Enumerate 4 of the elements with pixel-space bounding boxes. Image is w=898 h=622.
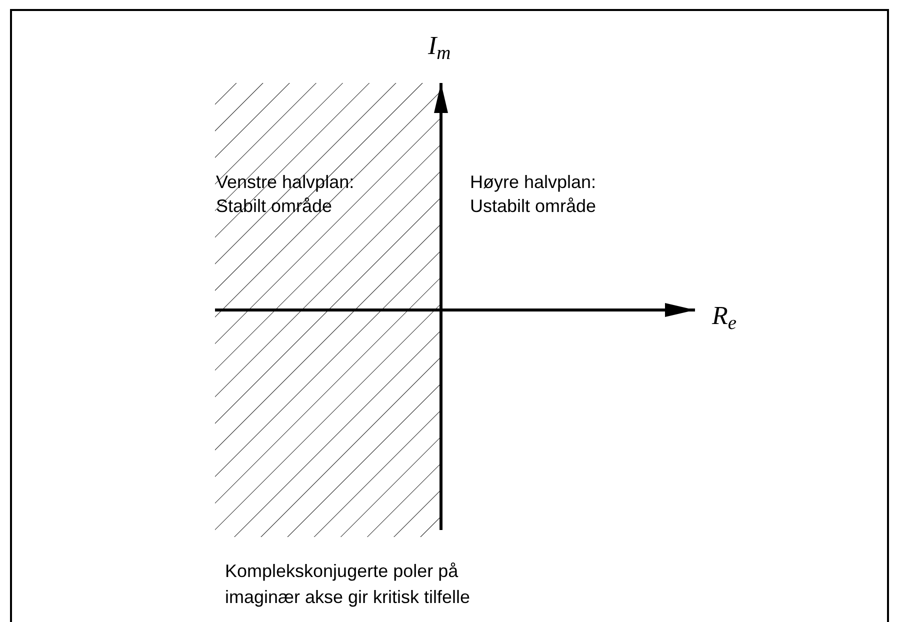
axis-label: R$_{e}$ [712, 300, 738, 335]
caption: Komplekskonjugerte poler på imaginær akse gir kritisk tilfelle [225, 560, 472, 609]
axis-label: I$_{m}$ [428, 30, 452, 65]
region-label: Høyre halvplan: Ustabilt område [470, 171, 598, 218]
